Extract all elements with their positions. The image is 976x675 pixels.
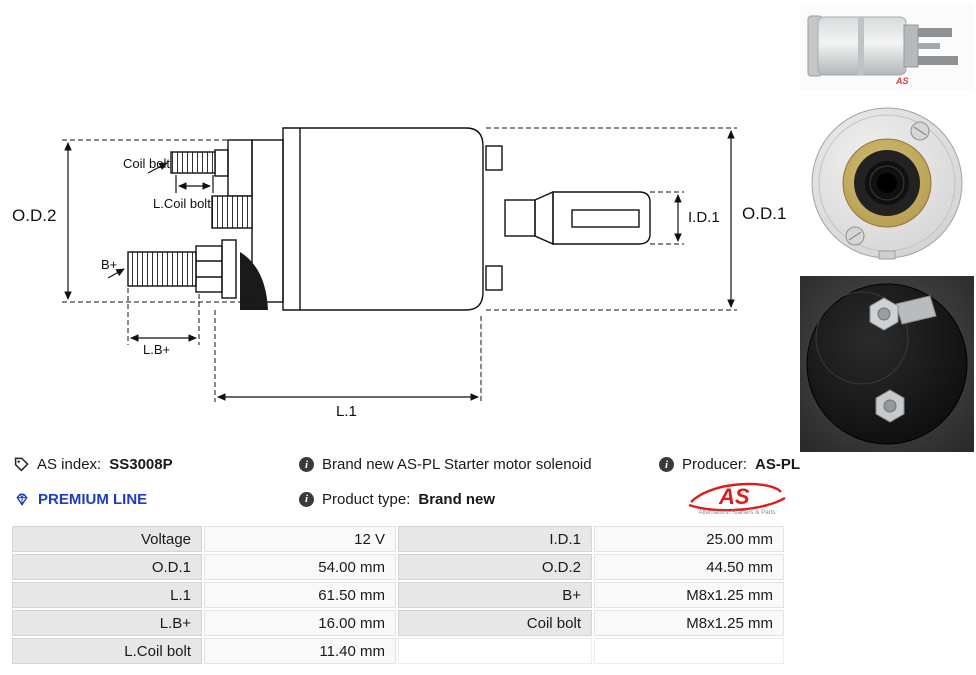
producer-value: AS-PL <box>755 456 801 473</box>
spec-label-cell <box>398 638 592 664</box>
product-photo-cap[interactable] <box>800 276 974 457</box>
premium-line-label: PREMIUM LINE <box>38 490 148 508</box>
tag-icon <box>14 457 29 472</box>
spec-value-cell: M8x1.25 mm <box>594 610 784 636</box>
dim-label-coil-bolt: Coil bolt <box>123 156 170 171</box>
product-photo-gallery: AS <box>800 4 974 457</box>
dim-label-lbplus: L.B+ <box>143 342 171 357</box>
technical-drawing: O.D.2 O.D.1 I.D.1 L.1 Coil bolt L.Coil b… <box>12 127 787 420</box>
spec-label-cell: O.D.2 <box>398 554 592 580</box>
spec-value-cell <box>594 638 784 664</box>
spec-label-cell: B+ <box>398 582 592 608</box>
spec-label-cell: L.1 <box>12 582 202 608</box>
spec-label-cell: O.D.1 <box>12 554 202 580</box>
dim-label-lcoil-bolt: L.Coil bolt <box>153 196 211 211</box>
spec-label-cell: L.B+ <box>12 610 202 636</box>
spec-value-cell: 54.00 mm <box>204 554 396 580</box>
as-pl-logo-icon: AS Alternators, Starters & Parts <box>688 482 786 516</box>
info-icon <box>659 457 674 472</box>
spec-label-cell: I.D.1 <box>398 526 592 552</box>
spec-value-cell: 61.50 mm <box>204 582 396 608</box>
spec-table: Voltage 12 V I.D.1 25.00 mm O.D.1 54.00 … <box>12 526 784 664</box>
logo-tagline: Alternators, Starters & Parts <box>698 509 775 516</box>
product-description: Brand new AS-PL Starter motor solenoid <box>299 456 659 473</box>
product-type-label: Product type: <box>322 490 411 508</box>
as-index-value: SS3008P <box>109 456 173 473</box>
producer: Producer: AS-PL <box>659 456 964 473</box>
spec-label-cell: Coil bolt <box>398 610 592 636</box>
spec-value-cell: 16.00 mm <box>204 610 396 636</box>
spec-value-cell: 11.40 mm <box>204 638 396 664</box>
product-type-value: Brand new <box>418 490 496 508</box>
as-index: AS index: SS3008P <box>14 456 299 473</box>
product-type: Product type: Brand new <box>299 491 659 508</box>
as-index-label: AS index: <box>37 456 102 473</box>
gem-icon <box>16 493 28 506</box>
dim-label-od2: O.D.2 <box>12 206 57 225</box>
spec-label-cell: Voltage <box>12 526 202 552</box>
svg-text:AS: AS <box>895 76 909 86</box>
solenoid-drawing <box>62 127 737 402</box>
product-photo-rear[interactable] <box>800 101 974 270</box>
info-icon <box>299 491 314 507</box>
product-photo-side[interactable]: AS <box>800 4 974 95</box>
spec-value-cell: M8x1.25 mm <box>594 582 784 608</box>
spec-value-cell: 44.50 mm <box>594 554 784 580</box>
spec-value-cell: 25.00 mm <box>594 526 784 552</box>
logo-text: AS <box>718 484 750 509</box>
spec-label-cell: L.Coil bolt <box>12 638 202 664</box>
dim-label-od1: O.D.1 <box>742 204 787 223</box>
producer-label: Producer: <box>682 456 748 473</box>
dim-label-bplus: B+ <box>101 257 118 272</box>
spec-value-cell: 12 V <box>204 526 396 552</box>
product-info-bar: AS index: SS3008P Brand new AS-PL Starte… <box>14 456 964 516</box>
brand-logo: AS Alternators, Starters & Parts <box>685 478 964 516</box>
product-description-text: Brand new AS-PL Starter motor solenoid <box>322 456 592 473</box>
premium-line: PREMIUM LINE <box>14 491 299 508</box>
dim-label-id1: I.D.1 <box>688 209 720 226</box>
dim-label-l1: L.1 <box>336 403 357 420</box>
info-icon <box>299 457 314 472</box>
